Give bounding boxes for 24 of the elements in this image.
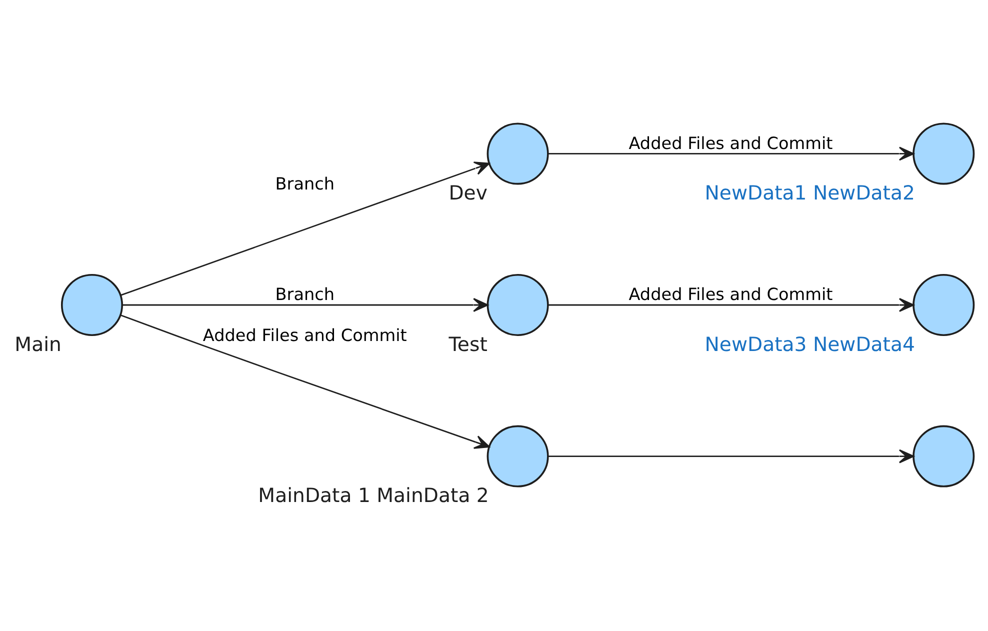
arrow bbox=[548, 449, 914, 464]
node-label: Dev bbox=[448, 182, 488, 205]
node-label: Test bbox=[448, 332, 488, 356]
node-circle bbox=[912, 425, 975, 488]
node-circle bbox=[60, 274, 124, 336]
node-label: Main bbox=[14, 332, 62, 356]
node-label: NewData1 NewData2 bbox=[704, 182, 915, 205]
node-circle bbox=[912, 122, 975, 185]
edge-label: Branch bbox=[275, 284, 335, 304]
edge-label: Branch bbox=[275, 174, 335, 194]
node-circle bbox=[486, 122, 549, 185]
node-circle bbox=[486, 425, 549, 488]
node-circle bbox=[912, 274, 975, 336]
node-label: NewData3 NewData4 bbox=[704, 332, 915, 356]
arrow bbox=[548, 146, 914, 161]
edge-label: Added Files and Commit bbox=[202, 324, 407, 345]
edge-label: Added Files and Commit bbox=[628, 284, 833, 304]
arrow bbox=[120, 314, 490, 449]
arrow bbox=[548, 298, 914, 312]
arrow bbox=[120, 162, 490, 296]
edge-label: Added Files and Commit bbox=[628, 132, 833, 153]
node-label: MainData 1 MainData 2 bbox=[258, 484, 489, 508]
arrow bbox=[122, 298, 488, 312]
node-circle bbox=[486, 274, 549, 336]
